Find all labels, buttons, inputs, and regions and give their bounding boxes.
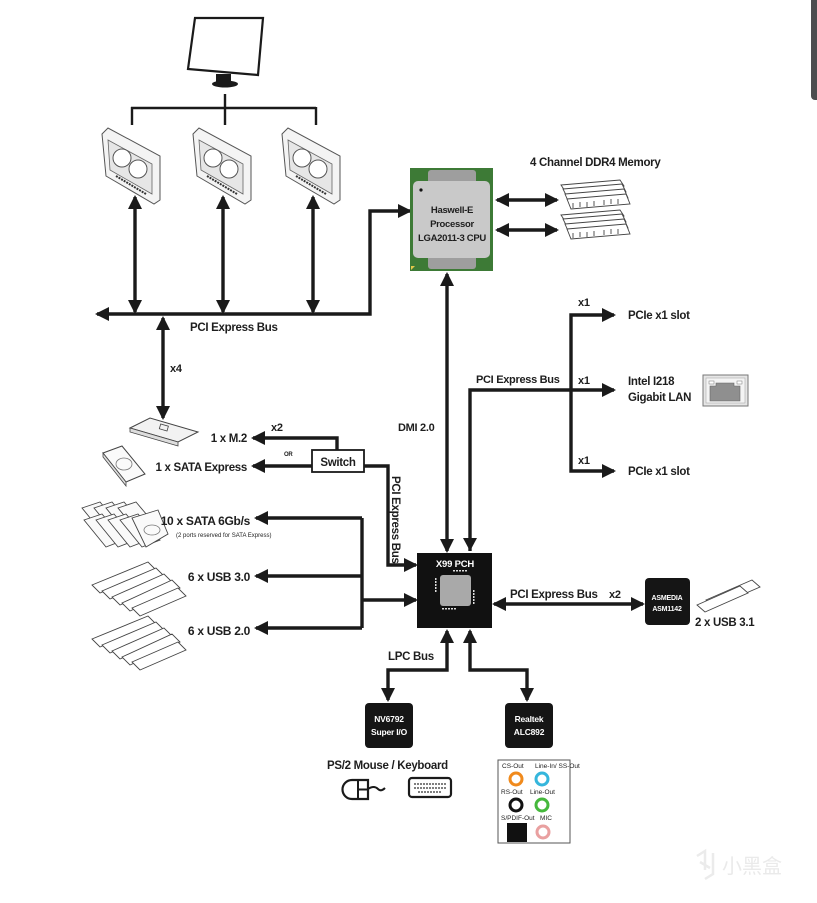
memory-module-icon-2	[560, 209, 631, 240]
memory-label: 4 Channel DDR4 Memory	[530, 157, 661, 169]
cpu-icon	[410, 168, 493, 271]
graphics-card-icon-2	[192, 127, 252, 205]
pcie-bus-vertical-label: PCI Express Bus	[389, 476, 401, 564]
pcie-slot-bottom-label: PCIe x1 slot	[628, 466, 690, 478]
x1-label-middle: x1	[578, 375, 590, 387]
cpu-label-line3: LGA2011-3 CPU	[418, 233, 486, 244]
rs-out-label: RS-Out	[501, 789, 523, 796]
pcie-bus-right-label: PCI Express Bus	[476, 374, 560, 386]
x1-label-top: x1	[578, 297, 590, 309]
lan-label-line2: Gigabit LAN	[628, 392, 691, 404]
pcie-x1-branch-line	[569, 308, 616, 478]
dmi-label: DMI 2.0	[398, 422, 435, 434]
audio-codec-chip	[505, 703, 553, 748]
mic-label: MIC	[540, 815, 552, 822]
spdif-out-port	[507, 823, 527, 842]
line-in-label: Line-In/ SS-Out	[535, 763, 580, 770]
asmedia-chip	[645, 578, 690, 625]
mouse-icon	[341, 778, 386, 801]
ps2-label: PS/2 Mouse / Keyboard	[327, 760, 448, 772]
graphics-card-icon-1	[101, 127, 161, 205]
hard-drive-icon	[102, 445, 146, 488]
audio-codec-label-line1: Realtek	[515, 714, 544, 724]
line-in-jack	[534, 771, 550, 787]
usb31-label: 2 x USB 3.1	[695, 617, 755, 629]
ethernet-port-icon	[702, 374, 749, 407]
asmedia-label-line1: ASMEDIA	[652, 595, 683, 602]
line-out-label: Line-Out	[530, 789, 555, 796]
asmedia-link-width-label: x2	[609, 589, 621, 601]
usb20-label: 6 x USB 2.0	[188, 624, 251, 638]
keyboard-icon	[407, 776, 453, 799]
superio-chip	[365, 703, 413, 748]
watermark-text: 小黑盒	[722, 854, 782, 878]
pcie-bus-top-label: PCI Express Bus	[190, 322, 278, 334]
asmedia-label-line2: ASM1142	[652, 606, 682, 613]
cpu-label-line2: Processor	[430, 219, 474, 230]
x1-label-bottom: x1	[578, 455, 590, 467]
line-out-jack	[534, 797, 550, 813]
m2-ssd-icon	[128, 417, 200, 447]
graphics-card-icon-3	[281, 127, 341, 205]
m2-label: 1 x M.2	[211, 433, 247, 445]
switch-to-m2-arrow	[251, 431, 339, 450]
x99-pch-chip	[417, 553, 492, 628]
sata-express-label: 1 x SATA Express	[155, 462, 247, 474]
pch-pcie-right-bus-line	[468, 383, 616, 551]
superio-label-line2: Super I/O	[371, 727, 408, 737]
window-scrollbar[interactable]	[811, 0, 817, 100]
cs-out-jack	[508, 771, 524, 787]
lan-label-line1: Intel I218	[628, 376, 675, 388]
pch-pcie-down-arrowhead	[463, 538, 477, 551]
switch-to-pch-pcie-line	[364, 464, 418, 572]
cpu-pcie-bus-line	[95, 204, 412, 321]
sata-label: 10 x SATA 6Gb/s	[161, 514, 251, 528]
m2-link-width-label: x4	[170, 363, 183, 375]
monitor-connector-line	[130, 94, 318, 125]
sata-note: (2 ports reserved for SATA Express)	[176, 533, 271, 539]
switch-label: Switch	[320, 457, 356, 469]
or-label: OR	[284, 452, 293, 458]
rs-out-jack	[508, 797, 524, 813]
spdif-out-label: S/PDIF-Out	[501, 815, 535, 822]
usb31-sticks-icon	[696, 579, 761, 613]
sata-drives-icon	[81, 501, 169, 548]
watermark-logo-icon	[696, 848, 715, 881]
switch-box	[311, 449, 365, 473]
superio-label-line1: NV6792	[374, 714, 404, 724]
lpc-bus-label: LPC Bus	[388, 651, 434, 663]
audio-link-arrow	[463, 629, 534, 702]
pch-label: X99 PCH	[436, 559, 475, 570]
asmedia-bus-label: PCI Express Bus	[510, 589, 598, 601]
mic-jack	[535, 824, 551, 840]
monitor-icon	[186, 16, 265, 88]
usb30-sticks-icon	[91, 561, 187, 617]
memory-module-icon-1	[560, 179, 631, 210]
cpu-label-line1: Haswell-E	[431, 205, 473, 216]
cs-out-label: CS-Out	[502, 763, 524, 770]
usb20-sticks-icon	[91, 615, 187, 671]
switch-link-width-label: x2	[271, 422, 283, 434]
usb30-label: 6 x USB 3.0	[188, 570, 251, 584]
lpc-bus-arrow	[381, 629, 454, 702]
pcie-slot-top-label: PCIe x1 slot	[628, 310, 690, 322]
audio-codec-label-line2: ALC892	[514, 727, 545, 737]
